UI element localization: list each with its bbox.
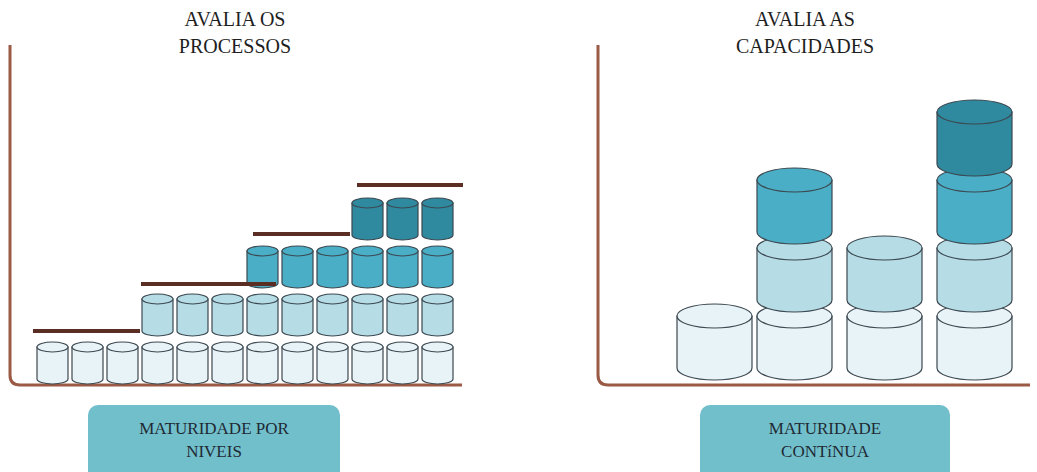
box-label: MATURIDADE CONTíNUA [735,417,915,463]
cylinder-top [247,246,278,256]
cylinder-symbol [847,236,922,312]
cylinder-symbol [757,168,832,244]
cylinder-top [317,342,348,352]
cylinder-symbol [247,246,278,288]
cylinder-symbol [107,342,138,384]
cylinder-symbol [352,294,383,336]
panel-title: AVALIA AS CAPACIDADES [718,6,892,60]
cylinder-symbol [937,168,1012,244]
cylinder-top [107,342,138,352]
cylinder-symbol [177,342,208,384]
cylinder-symbol [422,342,453,384]
cylinder-top [247,342,278,352]
cylinder-symbol [937,236,1012,312]
cylinder-symbol [212,294,243,336]
cylinder-top [177,294,208,304]
cylinder-top [142,342,173,352]
cylinder-symbol [142,342,173,384]
level-bar [357,183,463,187]
cylinder-symbol [247,342,278,384]
cylinder-symbol [387,198,418,240]
cylinder-top [387,246,418,256]
cylinder-symbol [212,342,243,384]
cylinder-symbol [317,342,348,384]
cylinder-symbol [142,294,173,336]
cylinder-top [937,100,1012,124]
cylinder-symbol [247,294,278,336]
cylinder-symbol [387,342,418,384]
chart-axis [598,45,1030,385]
cylinder-top [422,294,453,304]
box-label: MATURIDADE POR NIVEIS [124,417,304,463]
cylinder-top [757,168,832,192]
cylinder-top [387,198,418,208]
cylinder-symbol [757,304,832,380]
level-bar [253,232,350,236]
cylinder-top [387,294,418,304]
cylinder-symbol [37,342,68,384]
cylinder-top [282,342,313,352]
cylinder-top [317,294,348,304]
cylinder-symbol [317,294,348,336]
cylinder-symbol [352,246,383,288]
cylinder-symbol [352,198,383,240]
cylinder-top [177,342,208,352]
cylinder-symbol [937,100,1012,176]
cylinder-symbol [757,236,832,312]
cylinder-symbol [317,246,348,288]
cylinder-top [422,342,453,352]
cylinder-top [352,246,383,256]
cylinder-top [212,342,243,352]
cylinder-symbol [72,342,103,384]
cylinder-top [352,198,383,208]
cylinder-symbol [387,246,418,288]
cylinder-top [317,246,348,256]
cylinder-symbol [282,246,313,288]
cylinder-top [282,246,313,256]
cylinder-symbol [677,304,752,380]
cylinder-symbol [937,304,1012,380]
cylinder-top [677,304,752,328]
cylinder-symbol [847,304,922,380]
cylinder-top [37,342,68,352]
cylinder-top [142,294,173,304]
cylinder-top [352,342,383,352]
cylinder-symbol [422,198,453,240]
cylinder-symbol [422,294,453,336]
cylinder-symbol [282,294,313,336]
cylinder-top [282,294,313,304]
cylinder-symbol [352,342,383,384]
chart-axis [10,45,462,385]
cylinder-top [847,236,922,260]
cylinder-top [387,342,418,352]
cylinder-top [72,342,103,352]
level-bar [141,282,276,286]
cylinder-top [212,294,243,304]
cylinder-top [352,294,383,304]
cylinder-top [247,294,278,304]
level-bar [33,329,140,333]
cylinder-top [422,246,453,256]
level-box: MATURIDADE POR NIVEIS [88,405,340,472]
panel-title: AVALIA OS PROCESSOS [155,6,315,60]
cylinder-symbol [282,342,313,384]
level-box: MATURIDADE CONTíNUA [700,405,950,472]
cylinder-symbol [422,246,453,288]
cylinder-symbol [177,294,208,336]
cylinder-symbol [387,294,418,336]
cylinder-top [422,198,453,208]
